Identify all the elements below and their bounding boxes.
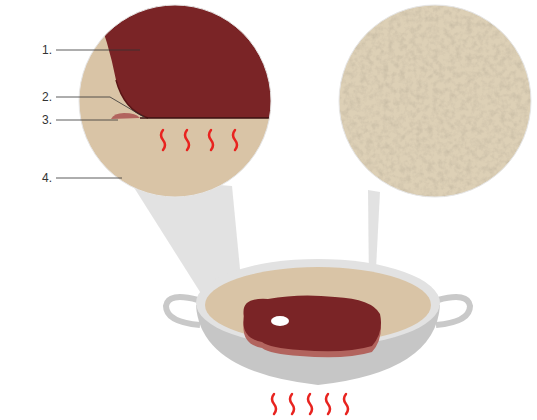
callout-number: 4. — [42, 171, 52, 185]
callout-number: 1. — [42, 43, 52, 57]
pan-handle — [436, 297, 470, 325]
pan-handle — [166, 297, 200, 325]
magnified-section — [70, 0, 280, 200]
pan — [166, 259, 470, 385]
callout-number: 3. — [42, 113, 52, 127]
heat-flames — [272, 394, 348, 414]
heat-flames — [161, 130, 237, 150]
fond — [111, 113, 140, 119]
pan-surface-texture — [330, 0, 537, 200]
callout-number: 2. — [42, 90, 52, 104]
bone — [271, 316, 289, 326]
steak — [243, 295, 381, 357]
leader-lines — [56, 50, 144, 178]
